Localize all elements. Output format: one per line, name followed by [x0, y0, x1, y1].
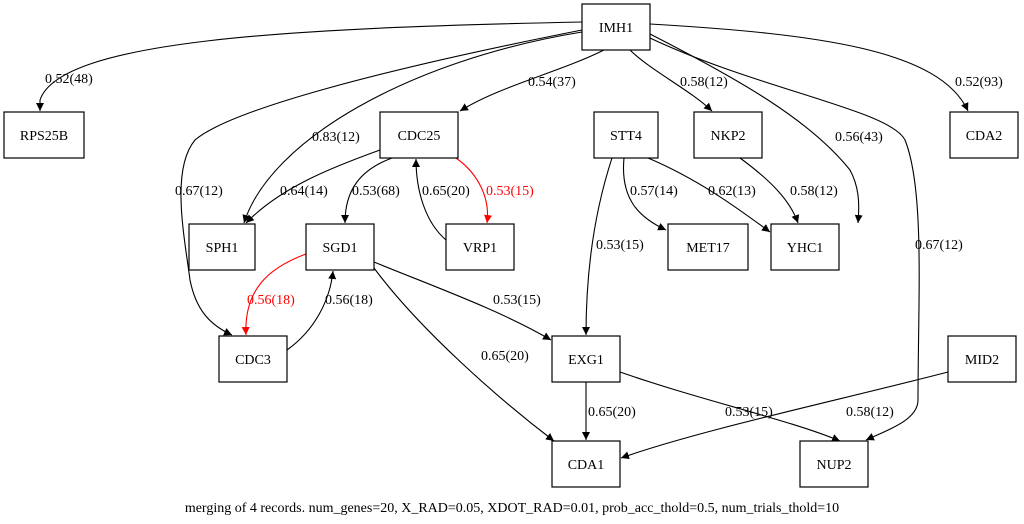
- node-box: [305, 223, 375, 271]
- edge-imh1-to-cdc25: [459, 49, 605, 112]
- node-box: [593, 111, 659, 159]
- edge-label-cdc25-to-vrp1: 0.53(15): [486, 184, 534, 199]
- edge-mid2-to-cda1: [620, 371, 949, 460]
- edge-imh1-to-rps25b: [36, 21, 583, 111]
- edge-label-imh1-to-sph1: 0.83(12): [312, 130, 360, 145]
- node-label: CDC25: [398, 129, 441, 144]
- diagram-caption: merging of 4 records. num_genes=20, X_RA…: [185, 501, 839, 516]
- edge-imh1-to-cda2: [649, 23, 969, 112]
- node-cdc25: CDC25: [379, 111, 459, 159]
- node-yhc1: YHC1: [770, 223, 840, 271]
- node-label: STT4: [610, 129, 642, 144]
- edge-labels-layer: 0.52(48) 0.54(37) 0.58(12) 0.52(93) 0.83(12)…: [45, 72, 1003, 420]
- node-box: [218, 335, 288, 383]
- edge-label-stt4-to-yhc1: 0.62(13): [708, 184, 756, 199]
- edge-sgd1-to-cdc3: [241, 253, 307, 336]
- edge-cdc25-to-vrp1: [455, 157, 492, 224]
- node-label: MID2: [965, 353, 999, 368]
- edge-label-stt4-to-met17: 0.57(14): [630, 184, 678, 199]
- node-box: [947, 335, 1017, 383]
- edge-sgd1-to-exg1: [373, 261, 552, 341]
- node-label: VRP1: [463, 241, 497, 256]
- node-nkp2: NKP2: [693, 111, 763, 159]
- edge-label-sgd1-to-cda1: 0.65(20): [481, 349, 529, 364]
- node-stt4: STT4: [593, 111, 659, 159]
- node-label: NUP2: [816, 458, 851, 473]
- edge-stt4-to-exg1: [582, 157, 613, 336]
- edge-imh1-to-sph1: [242, 31, 583, 224]
- node-box: [799, 440, 869, 488]
- node-sph1: SPH1: [188, 223, 256, 271]
- edge-label-sgd1-to-cdc3: 0.56(18): [247, 293, 295, 308]
- node-mid2: MID2: [947, 335, 1017, 383]
- edge-stt4-to-met17: [622, 157, 667, 231]
- edge-label-nkp2-to-yhc1: 0.58(12): [790, 184, 838, 199]
- edge-label-imh1-to-cdc3: 0.67(12): [175, 184, 223, 199]
- node-cda1: CDA1: [551, 440, 621, 488]
- node-box: [667, 223, 749, 271]
- node-met17: MET17: [667, 223, 749, 271]
- edge-stt4-to-yhc1: [647, 157, 771, 233]
- edge-imh1-to-nup2: [649, 37, 920, 441]
- node-box: [3, 111, 85, 159]
- node-box: [445, 223, 515, 271]
- edges-layer: [36, 21, 969, 460]
- node-exg1: EXG1: [551, 335, 621, 383]
- edge-imh1-to-cdc3: [180, 29, 583, 336]
- node-label: NKP2: [710, 129, 745, 144]
- edge-label-sgd1-to-exg1: 0.53(15): [493, 293, 541, 308]
- node-nup2: NUP2: [799, 440, 869, 488]
- edge-imh1-to-nkp2: [629, 49, 713, 112]
- node-label: EXG1: [568, 353, 604, 368]
- edge-label-imh1-to-yhc1: 0.56(43): [835, 130, 883, 145]
- node-imh1: IMH1: [581, 3, 651, 51]
- node-box: [551, 440, 621, 488]
- edge-label-imh1-to-rps25b: 0.52(48): [45, 72, 93, 87]
- edge-label-cdc3-to-sgd1: 0.56(18): [325, 293, 373, 308]
- node-label: IMH1: [599, 21, 633, 36]
- node-box: [581, 3, 651, 51]
- node-label: CDA1: [568, 458, 605, 473]
- edge-imh1-to-yhc1: [649, 33, 863, 224]
- node-cdc3: CDC3: [218, 335, 288, 383]
- edge-label-exg1-to-cda1: 0.65(20): [588, 405, 636, 420]
- edge-label-imh1-to-nup2: 0.67(12): [915, 238, 963, 253]
- edge-label-imh1-to-nkp2: 0.58(12): [680, 75, 728, 90]
- node-label: SGD1: [322, 241, 357, 256]
- node-label: CDC3: [235, 353, 271, 368]
- node-label: MET17: [686, 241, 730, 256]
- node-label: CDA2: [966, 129, 1003, 144]
- node-sgd1: SGD1: [305, 223, 375, 271]
- edge-sgd1-to-cda1: [373, 267, 555, 442]
- node-box: [770, 223, 840, 271]
- edge-vrp1-to-cdc25: [412, 158, 447, 241]
- node-vrp1: VRP1: [445, 223, 515, 271]
- edge-label-mid2-to-cda1: 0.58(12): [846, 405, 894, 420]
- edge-label-cdc25-to-sgd1: 0.53(68): [352, 184, 400, 199]
- edge-label-imh1-to-cdc25: 0.54(37): [528, 75, 576, 90]
- node-cda2: CDA2: [949, 111, 1019, 159]
- node-label: SPH1: [206, 241, 239, 256]
- edge-label-exg1-to-nup2: 0.53(15): [725, 405, 773, 420]
- node-box: [551, 335, 621, 383]
- node-label: RPS25B: [20, 129, 68, 144]
- node-box: [693, 111, 763, 159]
- edge-cdc3-to-sgd1: [286, 270, 337, 351]
- edge-exg1-to-nup2: [619, 371, 841, 442]
- node-label: YHC1: [787, 241, 824, 256]
- edge-nkp2-to-yhc1: [739, 157, 800, 224]
- edge-label-vrp1-to-cdc25: 0.65(20): [422, 184, 470, 199]
- node-box: [949, 111, 1019, 159]
- node-box: [379, 111, 459, 159]
- edge-cdc25-to-sgd1: [341, 157, 393, 224]
- edge-label-cdc25-to-sph1: 0.64(14): [280, 184, 328, 199]
- edge-label-imh1-to-cda2: 0.52(93): [955, 75, 1003, 90]
- node-box: [188, 223, 256, 271]
- edge-cdc25-to-sph1: [245, 149, 381, 224]
- node-rps25b: RPS25B: [3, 111, 85, 159]
- edge-label-stt4-to-exg1: 0.53(15): [596, 238, 644, 253]
